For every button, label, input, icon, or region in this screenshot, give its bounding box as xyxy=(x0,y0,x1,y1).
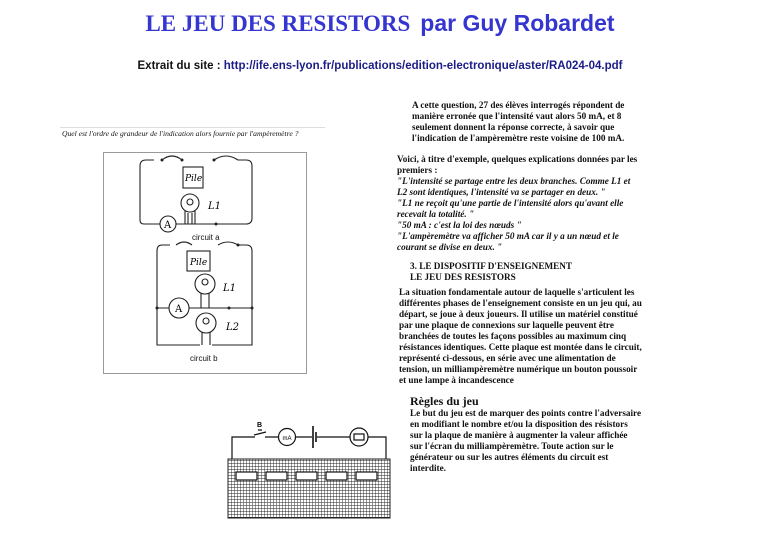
section-heading: 3. LE DISPOSITIF D'ENSEIGNEMENT LE JEU D… xyxy=(410,261,640,283)
connection-board xyxy=(227,458,391,519)
ammeter-b-label: A xyxy=(174,304,183,315)
resistor[interactable] xyxy=(355,471,378,481)
text-column: A cette question, 27 des élèves interrog… xyxy=(397,100,642,474)
circuit-figure: Pile A L1 Pile A L1 L2 xyxy=(103,152,307,374)
quote: "L'ampèremètre va afficher 50 mA car il … xyxy=(397,231,619,252)
meter-label: mA xyxy=(283,436,292,442)
circuit-a-caption: circuit a xyxy=(192,233,220,242)
circuit-drawing: Pile A L1 Pile A L1 L2 xyxy=(139,155,254,346)
paragraph-explanations: Voici, à titre d'exemple, quelques expli… xyxy=(397,154,642,253)
source-label: Extrait du site : xyxy=(137,60,221,72)
circuit-b-caption: circuit b xyxy=(190,354,218,363)
title-main: LE JEU DES RESISTORS xyxy=(145,11,411,36)
page-title: LE JEU DES RESISTORS par Guy Robardet xyxy=(0,10,760,37)
resistor[interactable] xyxy=(295,471,318,481)
pile-label-b: Pile xyxy=(189,258,207,268)
paragraph-results: A cette question, 27 des élèves interrog… xyxy=(412,100,625,143)
title-author: par Guy Robardet xyxy=(420,10,615,36)
quote: "L1 ne reçoit qu'une partie de l'intensi… xyxy=(397,198,624,219)
resistor[interactable] xyxy=(265,471,288,481)
button-label: B xyxy=(257,422,262,429)
source-line: Extrait du site : http://ife.ens-lyon.fr… xyxy=(0,60,760,72)
explanations-intro: Voici, à titre d'exemple, quelques expli… xyxy=(397,154,638,175)
l1-label-b: L1 xyxy=(222,283,236,294)
quote: "L'intensité se partage entre les deux b… xyxy=(397,176,631,197)
resistor[interactable] xyxy=(325,471,348,481)
rules-heading: Règles du jeu xyxy=(410,394,479,408)
pile-label: Pile xyxy=(184,174,202,184)
board-circuit-diagram: B mA xyxy=(227,422,391,519)
ammeter-a-label: A xyxy=(163,220,172,231)
paragraph-device: La situation fondamentale autour de laqu… xyxy=(399,287,642,385)
resistor[interactable] xyxy=(235,471,258,481)
divider xyxy=(60,127,325,128)
question-text: Quel est l'ordre de grandeur de l'indica… xyxy=(62,129,299,138)
rules-text: Le but du jeu est de marquer des points … xyxy=(410,408,642,473)
source-link[interactable]: http://ife.ens-lyon.fr/publications/edit… xyxy=(223,60,623,72)
l1-label-a: L1 xyxy=(207,201,221,212)
section-heading-line1: 3. LE DISPOSITIF D'ENSEIGNEMENT xyxy=(410,261,573,271)
section-heading-line2: LE JEU DES RESISTORS xyxy=(410,272,516,282)
quote: "50 mA : c'est la loi des nœuds " xyxy=(397,220,522,230)
l2-label: L2 xyxy=(225,322,239,333)
